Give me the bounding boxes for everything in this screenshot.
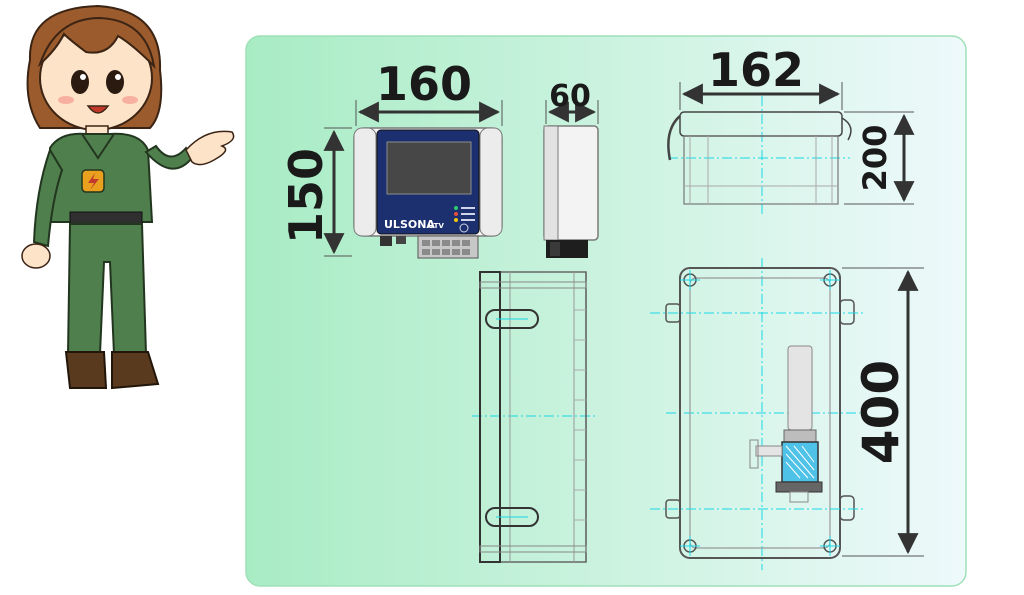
uv-lamp-tube (787, 345, 813, 431)
side-view: 60 (543, 79, 599, 258)
device-model-label: UTV (428, 222, 444, 230)
enclosure-side-view: 162 200 (667, 43, 915, 214)
box-width-label: 162 (708, 43, 804, 97)
enclosure-front-view: 400 (650, 258, 924, 570)
device-brand-label: ULSONA (384, 218, 435, 231)
side-depth-label: 60 (549, 79, 591, 114)
diagram-panel (245, 35, 967, 587)
front-height-label: 150 (279, 148, 333, 244)
enclosure-side-elevation (472, 271, 596, 563)
box-depth-label: 200 (856, 125, 894, 192)
front-width-label: 160 (376, 57, 472, 111)
worker-character-illustration (21, 4, 235, 390)
device-screen (386, 141, 472, 195)
front-view: ULSONA UTV 160 150 (279, 57, 503, 259)
box-height-label: 400 (852, 360, 910, 464)
